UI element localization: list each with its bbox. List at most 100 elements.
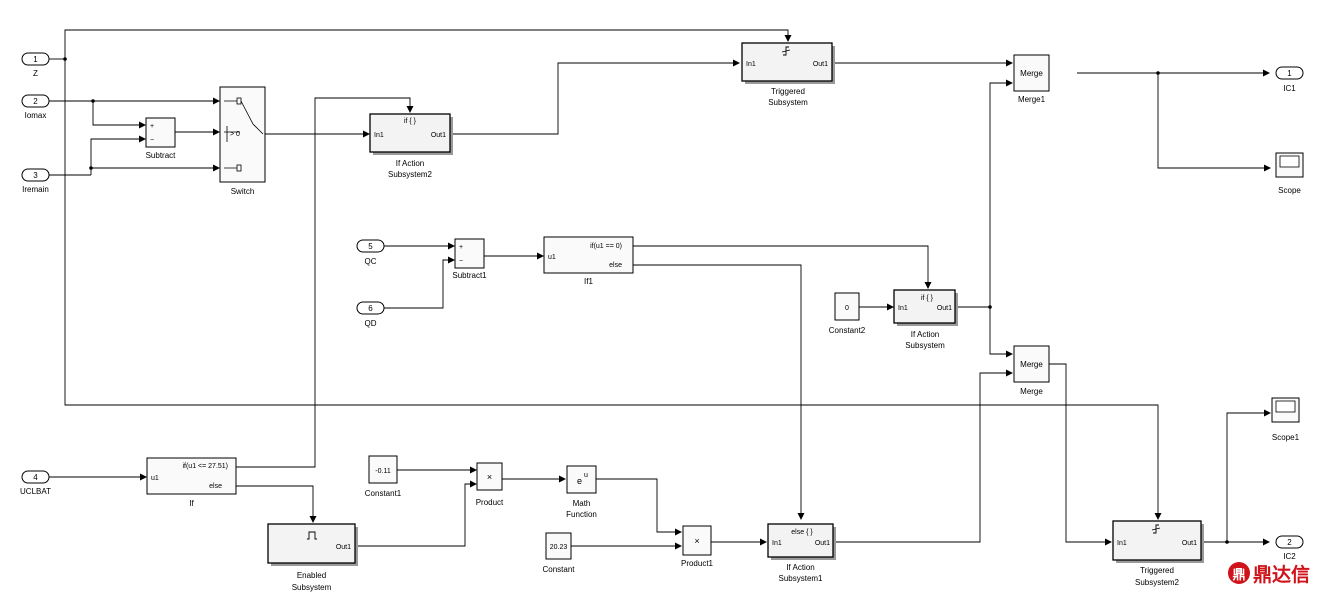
subtract1-block[interactable]: + − Subtract1 bbox=[452, 238, 487, 280]
plus-sign: + bbox=[150, 123, 154, 130]
merge-text: Merge bbox=[1020, 360, 1043, 369]
port-label: Iomax bbox=[25, 111, 47, 120]
merge-block[interactable]: Merge Merge bbox=[1013, 345, 1050, 396]
block-label: Product bbox=[476, 498, 504, 507]
port-number: 1 bbox=[33, 55, 38, 64]
port-label: IC1 bbox=[1283, 84, 1296, 93]
in-port-label: In1 bbox=[772, 540, 782, 547]
port-number: 4 bbox=[33, 473, 38, 482]
inport-z[interactable]: 1 Z bbox=[21, 52, 50, 78]
in-port-label: In1 bbox=[898, 305, 908, 312]
multiply-icon: × bbox=[487, 472, 492, 482]
signal-lines bbox=[49, 29, 1271, 550]
block-label: If Action bbox=[396, 159, 424, 168]
inport-qd[interactable]: 6 QD bbox=[356, 301, 385, 328]
block-label: Subtract1 bbox=[452, 271, 487, 280]
constant2-block[interactable]: 0 Constant2 bbox=[829, 292, 866, 335]
product-block[interactable]: × Product bbox=[476, 462, 504, 507]
port-label: QD bbox=[365, 319, 377, 328]
trigger-icon bbox=[781, 46, 791, 56]
port-label: IC2 bbox=[1283, 552, 1296, 561]
block-label: Subsystem bbox=[905, 341, 945, 350]
inport-iomax[interactable]: 2 Iomax bbox=[21, 94, 50, 120]
in-port-label: u1 bbox=[151, 475, 159, 482]
scope-block[interactable]: Scope bbox=[1275, 152, 1304, 195]
block-label: Scope1 bbox=[1272, 433, 1300, 442]
outport-ic2[interactable]: 2 IC2 bbox=[1275, 535, 1304, 561]
port-label: Iremain bbox=[22, 185, 49, 194]
port-number: 1 bbox=[1287, 69, 1292, 78]
block-label: If Action bbox=[911, 330, 939, 339]
out-port-label: Out1 bbox=[1182, 540, 1197, 547]
block-label: Triggered bbox=[1140, 566, 1174, 575]
port-label: Z bbox=[33, 69, 38, 78]
in-port-label: In1 bbox=[1117, 540, 1127, 547]
port-number: 6 bbox=[368, 304, 373, 313]
inport-iremain[interactable]: 3 Iremain bbox=[21, 168, 50, 194]
block-label: Enabled bbox=[297, 571, 326, 580]
else-label: else bbox=[609, 262, 622, 269]
math-function-block[interactable]: e u Math Function bbox=[566, 465, 597, 519]
action-title: else { } bbox=[791, 529, 813, 536]
if-block[interactable]: u1 if(u1 <= 27.51) else If bbox=[146, 457, 237, 508]
switch-icon bbox=[224, 97, 264, 172]
block-label: Subsystem1 bbox=[778, 574, 823, 583]
watermark-icon: 鼎 bbox=[1228, 562, 1250, 584]
exp-icon: e bbox=[577, 476, 582, 486]
merge1-block[interactable]: Merge Merge1 bbox=[1013, 54, 1050, 104]
constant1-block[interactable]: -0.11 Constant1 bbox=[365, 455, 402, 498]
action-title: if { } bbox=[404, 118, 417, 125]
enable-icon bbox=[307, 531, 317, 540]
port-number: 3 bbox=[33, 171, 38, 180]
in-port-label: In1 bbox=[746, 61, 756, 68]
out-port-label: Out1 bbox=[813, 61, 828, 68]
if-action-subsystem[interactable]: if { } In1 Out1 If Action Subsystem bbox=[893, 289, 958, 350]
minus-sign: − bbox=[150, 137, 154, 144]
inport-qc[interactable]: 5 QC bbox=[356, 239, 385, 266]
constant-value: -0.11 bbox=[375, 468, 391, 475]
subtract-block[interactable]: + − Subtract bbox=[145, 117, 177, 160]
out-port-label: Out1 bbox=[937, 305, 952, 312]
enabled-subsystem[interactable]: Out1 Enabled Subsystem bbox=[267, 523, 358, 592]
if-action-subsystem2[interactable]: if { } In1 Out1 If Action Subsystem2 bbox=[369, 113, 453, 179]
block-label: Constant1 bbox=[365, 489, 402, 498]
if1-block[interactable]: u1 if(u1 == 0) else If1 bbox=[543, 236, 634, 286]
outport-ic1[interactable]: 1 IC1 bbox=[1275, 66, 1304, 93]
if-action-subsystem1[interactable]: else { } In1 Out1 If Action Subsystem1 bbox=[767, 523, 836, 583]
if-condition: if(u1 <= 27.51) bbox=[182, 463, 228, 470]
block-label: Scope bbox=[1278, 186, 1301, 195]
block-label: Product1 bbox=[681, 559, 714, 568]
scope1-block[interactable]: Scope1 bbox=[1271, 397, 1300, 442]
merge-text: Merge bbox=[1020, 69, 1043, 78]
out-port-label: Out1 bbox=[336, 544, 351, 551]
if-condition: if(u1 == 0) bbox=[590, 243, 622, 250]
block-label: Merge1 bbox=[1018, 95, 1046, 104]
constant-value: 0 bbox=[845, 305, 849, 312]
block-label: Subsystem bbox=[768, 98, 808, 107]
watermark-logo: 鼎 鼎达信 bbox=[1228, 559, 1328, 587]
inport-uclbat[interactable]: 4 UCLBAT bbox=[20, 470, 51, 496]
switch-block[interactable]: > 0 Switch bbox=[219, 86, 266, 196]
scope-screen-icon bbox=[1275, 400, 1296, 413]
else-label: else bbox=[209, 483, 222, 490]
block-label: Subsystem2 bbox=[1135, 578, 1180, 587]
in-port-label: u1 bbox=[548, 254, 556, 261]
block-label: Merge bbox=[1020, 387, 1043, 396]
block-label: Triggered bbox=[771, 87, 805, 96]
multiply-icon: × bbox=[694, 536, 699, 546]
triggered-subsystem[interactable]: In1 Out1 Triggered Subsystem bbox=[741, 42, 835, 107]
block-label: Subsystem2 bbox=[388, 170, 433, 179]
watermark-text: 鼎达信 bbox=[1253, 563, 1311, 586]
block-label: Math bbox=[573, 499, 591, 508]
port-number: 5 bbox=[368, 242, 373, 251]
triggered-subsystem2[interactable]: In1 Out1 Triggered Subsystem2 bbox=[1112, 520, 1204, 587]
switch-threshold: > 0 bbox=[230, 131, 240, 138]
block-label: Subsystem bbox=[292, 583, 332, 592]
port-label: QC bbox=[365, 257, 377, 266]
constant-block[interactable]: 20.23 Constant bbox=[542, 532, 575, 574]
port-label: UCLBAT bbox=[20, 487, 51, 496]
product1-block[interactable]: × Product1 bbox=[681, 525, 714, 568]
action-title: if { } bbox=[921, 295, 934, 302]
block-label: If Action bbox=[786, 563, 814, 572]
